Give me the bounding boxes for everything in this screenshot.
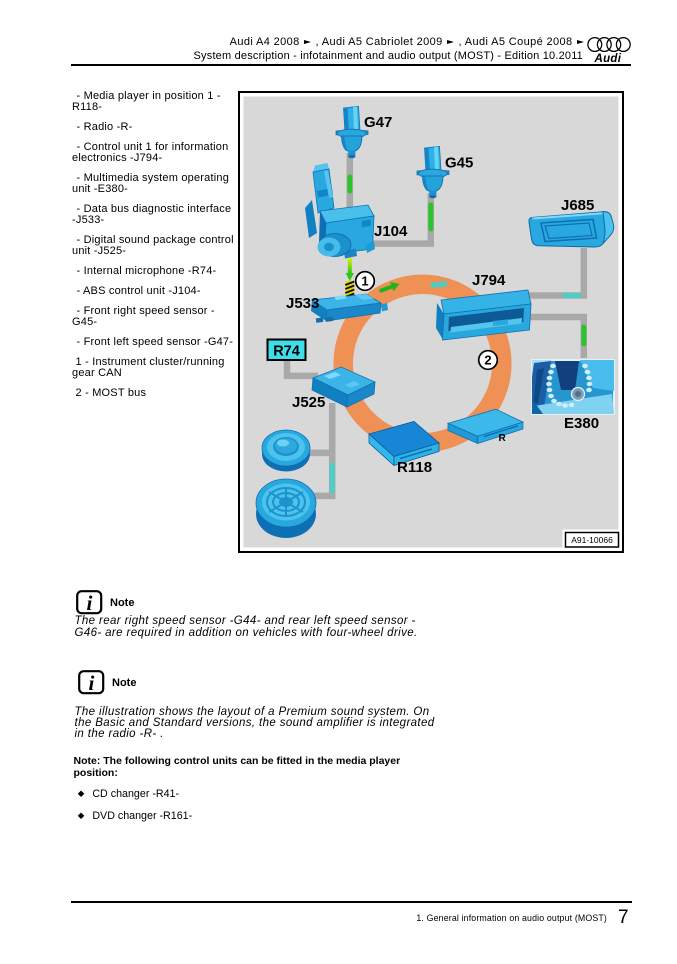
svg-text:J533: J533 xyxy=(286,295,319,312)
svg-text:Audi: Audi xyxy=(594,53,622,65)
svg-text:2: 2 xyxy=(484,353,491,368)
svg-text:J794: J794 xyxy=(472,272,506,289)
svg-text:R118: R118 xyxy=(397,459,432,476)
svg-text:J525: J525 xyxy=(292,394,325,411)
svg-text:i: i xyxy=(88,671,94,695)
svg-text:E380: E380 xyxy=(564,415,599,432)
svg-text:i: i xyxy=(86,591,92,615)
svg-text:G47: G47 xyxy=(364,114,392,131)
svg-text:G45: G45 xyxy=(445,155,473,172)
svg-text:1: 1 xyxy=(361,274,368,289)
svg-text:J104: J104 xyxy=(374,223,408,240)
svg-text:R: R xyxy=(499,433,507,444)
svg-text:R74: R74 xyxy=(273,344,300,360)
svg-text:A91-10066: A91-10066 xyxy=(571,535,613,545)
svg-text:J685: J685 xyxy=(561,197,594,214)
